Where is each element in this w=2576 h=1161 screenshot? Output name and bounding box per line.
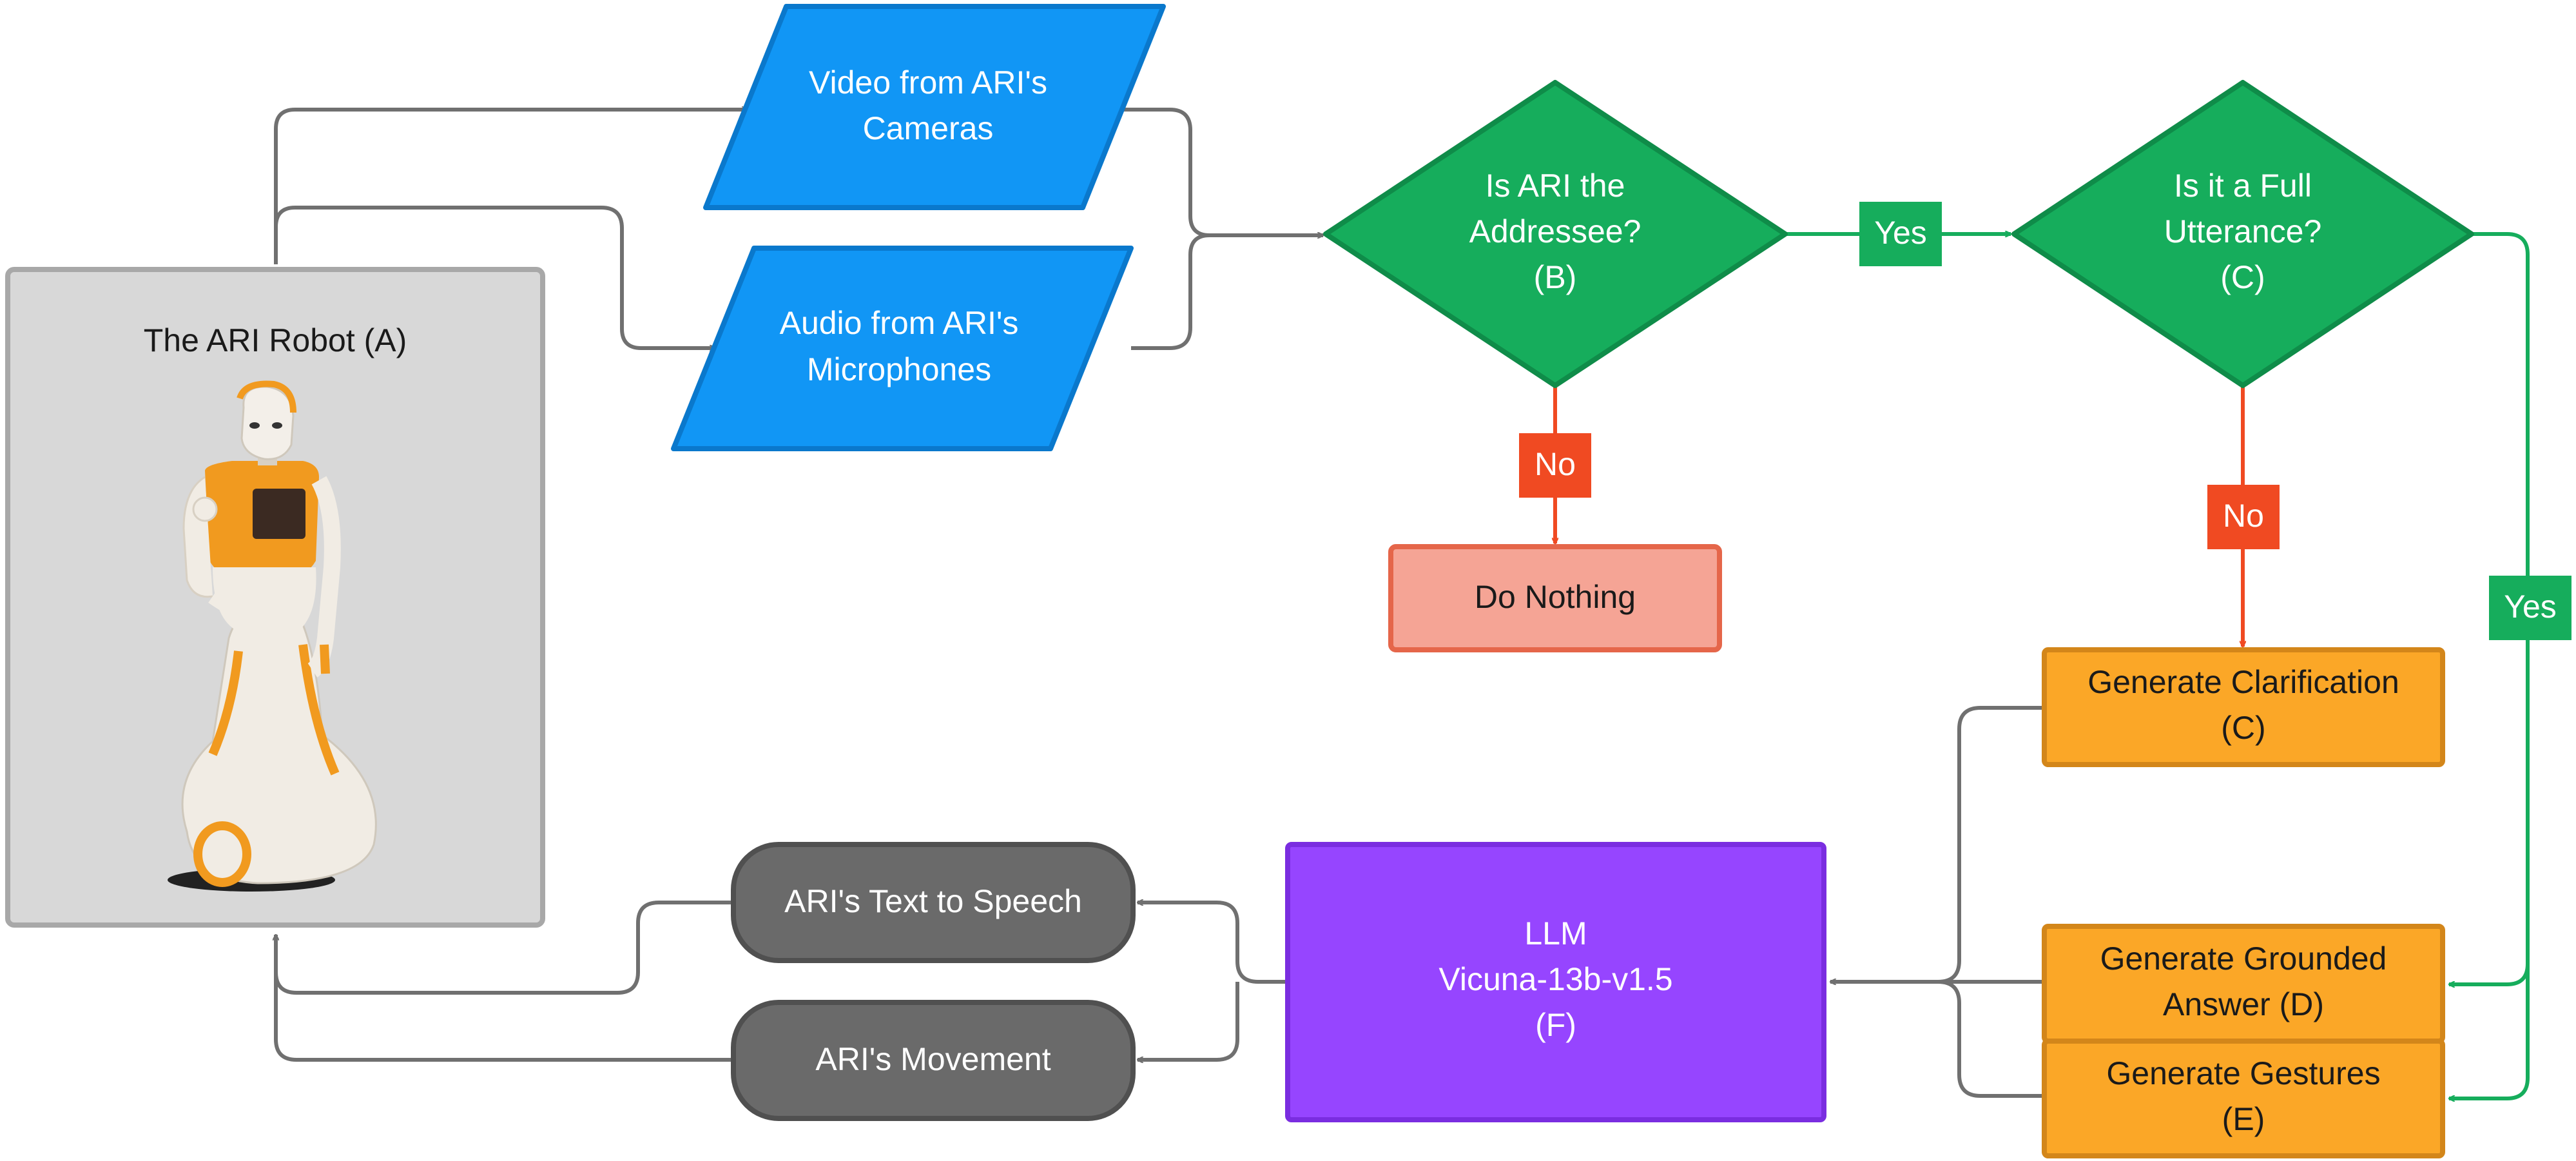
clarification-line1: Generate Clarification	[2087, 664, 2399, 700]
utterance-line2: Utterance?	[2164, 213, 2322, 249]
edge-video-to-addressee	[1118, 108, 1323, 235]
video-input-node: Video from ARI's Cameras	[703, 4, 1166, 210]
yes-label-addressee: Yes	[1874, 215, 1927, 251]
movement-node: ARI's Movement	[731, 1000, 1136, 1121]
edge-tts-to-robot	[276, 901, 731, 995]
video-line1: Video from ARI's	[809, 64, 1047, 101]
llm-line3: (F)	[1535, 1007, 1576, 1043]
no-label-addressee: No	[1535, 446, 1576, 482]
edge-clarification-to-llm	[1830, 706, 2043, 982]
yes-label-utterance: Yes	[2504, 589, 2557, 625]
clarification-line2: (C)	[2221, 710, 2265, 746]
addressee-line3: (B)	[1534, 259, 1577, 295]
robot-node: The ARI Robot (A)	[5, 267, 545, 928]
edge-robot-to-video	[274, 110, 748, 264]
grounded-line1: Generate Grounded	[2100, 941, 2387, 977]
video-line2: Cameras	[863, 110, 994, 146]
yes-badge-addressee: Yes	[1859, 202, 1942, 266]
robot-image	[168, 380, 377, 892]
llm-line2: Vicuna-13b-v1.5	[1438, 961, 1672, 997]
no-label-utterance: No	[2223, 498, 2264, 534]
edge-movement-to-robot	[274, 938, 731, 1062]
full-utterance-decision-node: Is it a Full Utterance? (C)	[2011, 80, 2474, 388]
edge-robot-to-audio	[274, 206, 715, 348]
movement-label: ARI's Movement	[815, 1041, 1051, 1077]
edge-llm-to-tts	[1138, 902, 1286, 984]
yes-badge-utterance: Yes	[2489, 576, 2571, 640]
audio-line1: Audio from ARI's	[780, 305, 1019, 341]
do-nothing-node: Do Nothing	[1388, 544, 1722, 652]
audio-input-node: Audio from ARI's Microphones	[671, 246, 1134, 451]
audio-line2: Microphones	[807, 351, 991, 387]
generate-grounded-node: Generate Grounded Answer (D)	[2042, 924, 2445, 1044]
tts-label: ARI's Text to Speech	[784, 883, 1082, 919]
addressee-line1: Is ARI the	[1486, 168, 1625, 204]
no-badge-utterance: No	[2207, 485, 2280, 549]
text-to-speech-node: ARI's Text to Speech	[731, 842, 1136, 963]
llm-line1: LLM	[1524, 915, 1587, 951]
edge-llm-to-movement	[1138, 982, 1239, 1060]
no-badge-addressee: No	[1519, 433, 1591, 498]
grounded-line2: Answer (D)	[2163, 986, 2324, 1022]
edge-gestures-to-llm	[1937, 980, 2043, 1098]
addressee-decision-node: Is ARI the Addressee? (B)	[1323, 80, 1788, 388]
addressee-line2: Addressee?	[1469, 213, 1641, 249]
generate-gestures-node: Generate Gestures (E)	[2042, 1039, 2445, 1158]
do-nothing-label: Do Nothing	[1475, 579, 1636, 615]
edge-audio-to-addressee	[1131, 233, 1210, 350]
gestures-line1: Generate Gestures	[2106, 1055, 2380, 1091]
utterance-line1: Is it a Full	[2174, 168, 2312, 204]
llm-node: LLM Vicuna-13b-v1.5 (F)	[1285, 842, 1826, 1122]
gestures-line2: (E)	[2222, 1101, 2265, 1137]
generate-clarification-node: Generate Clarification (C)	[2042, 647, 2445, 767]
utterance-line3: (C)	[2220, 259, 2265, 295]
robot-label: The ARI Robot (A)	[144, 322, 407, 358]
edge-utterance-yes-gestures	[2449, 964, 2530, 1098]
